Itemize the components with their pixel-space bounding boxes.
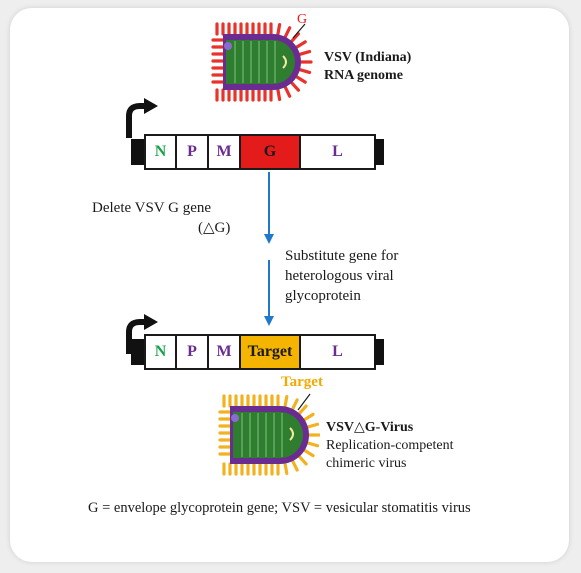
substitute-step-line3: glycoprotein bbox=[285, 288, 361, 304]
gene-p: P bbox=[177, 134, 209, 170]
gene-m: M bbox=[209, 134, 241, 170]
glycoprotein-spike bbox=[283, 26, 292, 39]
genome-bottom-left-cap bbox=[131, 339, 145, 365]
glycoprotein-spike bbox=[276, 87, 282, 102]
glycoprotein-spike bbox=[306, 441, 320, 448]
glycoprotein-spike bbox=[283, 461, 289, 476]
glycoprotein-spike bbox=[290, 81, 301, 92]
glycoprotein-spike bbox=[276, 22, 282, 37]
substitute-step-line1: Substitute gene for bbox=[285, 248, 399, 264]
delete-step-line2: (△G) bbox=[198, 220, 231, 236]
substitute-arrow bbox=[264, 260, 274, 326]
gene-l: L bbox=[301, 134, 376, 170]
virus-bottom-desc-line1: Replication-competent bbox=[326, 438, 454, 453]
genome-top: N P M G L bbox=[144, 134, 376, 170]
gene-p: P bbox=[177, 334, 209, 370]
glycoprotein-spike bbox=[291, 459, 299, 472]
gene-m: M bbox=[209, 334, 241, 370]
promoter-arrow-top bbox=[126, 98, 158, 138]
glycoprotein-spike bbox=[302, 412, 315, 422]
glycoprotein-spike bbox=[283, 85, 292, 98]
genome-bottom-right-cap bbox=[374, 339, 384, 365]
gene-l: L bbox=[301, 334, 376, 370]
glycoprotein-spike bbox=[290, 32, 301, 43]
vsv-virus-particle-top bbox=[211, 22, 313, 102]
virus-top-title-line2: RNA genome bbox=[324, 68, 403, 83]
substitute-step-line2: heterologous viral bbox=[285, 268, 394, 284]
genome-bottom: N P M Target L bbox=[144, 334, 376, 370]
diagram-card: G VSV (Indiana) RNA genome N P M G L Del… bbox=[10, 8, 569, 562]
glycoprotein-spike bbox=[302, 448, 315, 458]
delete-step-line1: Delete VSV G gene bbox=[92, 200, 212, 216]
glycoprotein-spike bbox=[297, 454, 308, 466]
genome-top-right-cap bbox=[374, 139, 384, 165]
gene-n: N bbox=[144, 334, 177, 370]
gene-g: G bbox=[241, 134, 301, 170]
glycoprotein-spike bbox=[295, 40, 307, 49]
glycoprotein-spike bbox=[297, 404, 308, 416]
glycoprotein-spike bbox=[298, 68, 312, 75]
gene-n: N bbox=[144, 134, 177, 170]
promoter-arrow-bottom bbox=[126, 314, 158, 354]
genome-top-left-cap bbox=[131, 139, 145, 165]
target-label: Target bbox=[281, 374, 323, 390]
virus-bottom-title: VSV△G-Virus bbox=[326, 420, 414, 435]
virus-bottom-desc-line2: chimeric virus bbox=[326, 456, 407, 471]
virus-top-title-line1: VSV (Indiana) bbox=[324, 50, 412, 65]
glycoprotein-spike bbox=[295, 75, 307, 84]
g-spike-label: G bbox=[297, 12, 308, 27]
gene-target: Target bbox=[241, 334, 301, 370]
glycoprotein-spike bbox=[298, 49, 312, 56]
glycoprotein-spike bbox=[283, 394, 289, 409]
legend-footnote: G = envelope glycoprotein gene; VSV = ve… bbox=[88, 500, 471, 516]
delete-arrow bbox=[264, 172, 274, 244]
glycoprotein-spike bbox=[306, 422, 320, 429]
glycoprotein-spike bbox=[291, 398, 299, 411]
vsv-delta-g-virus-particle bbox=[218, 393, 320, 476]
